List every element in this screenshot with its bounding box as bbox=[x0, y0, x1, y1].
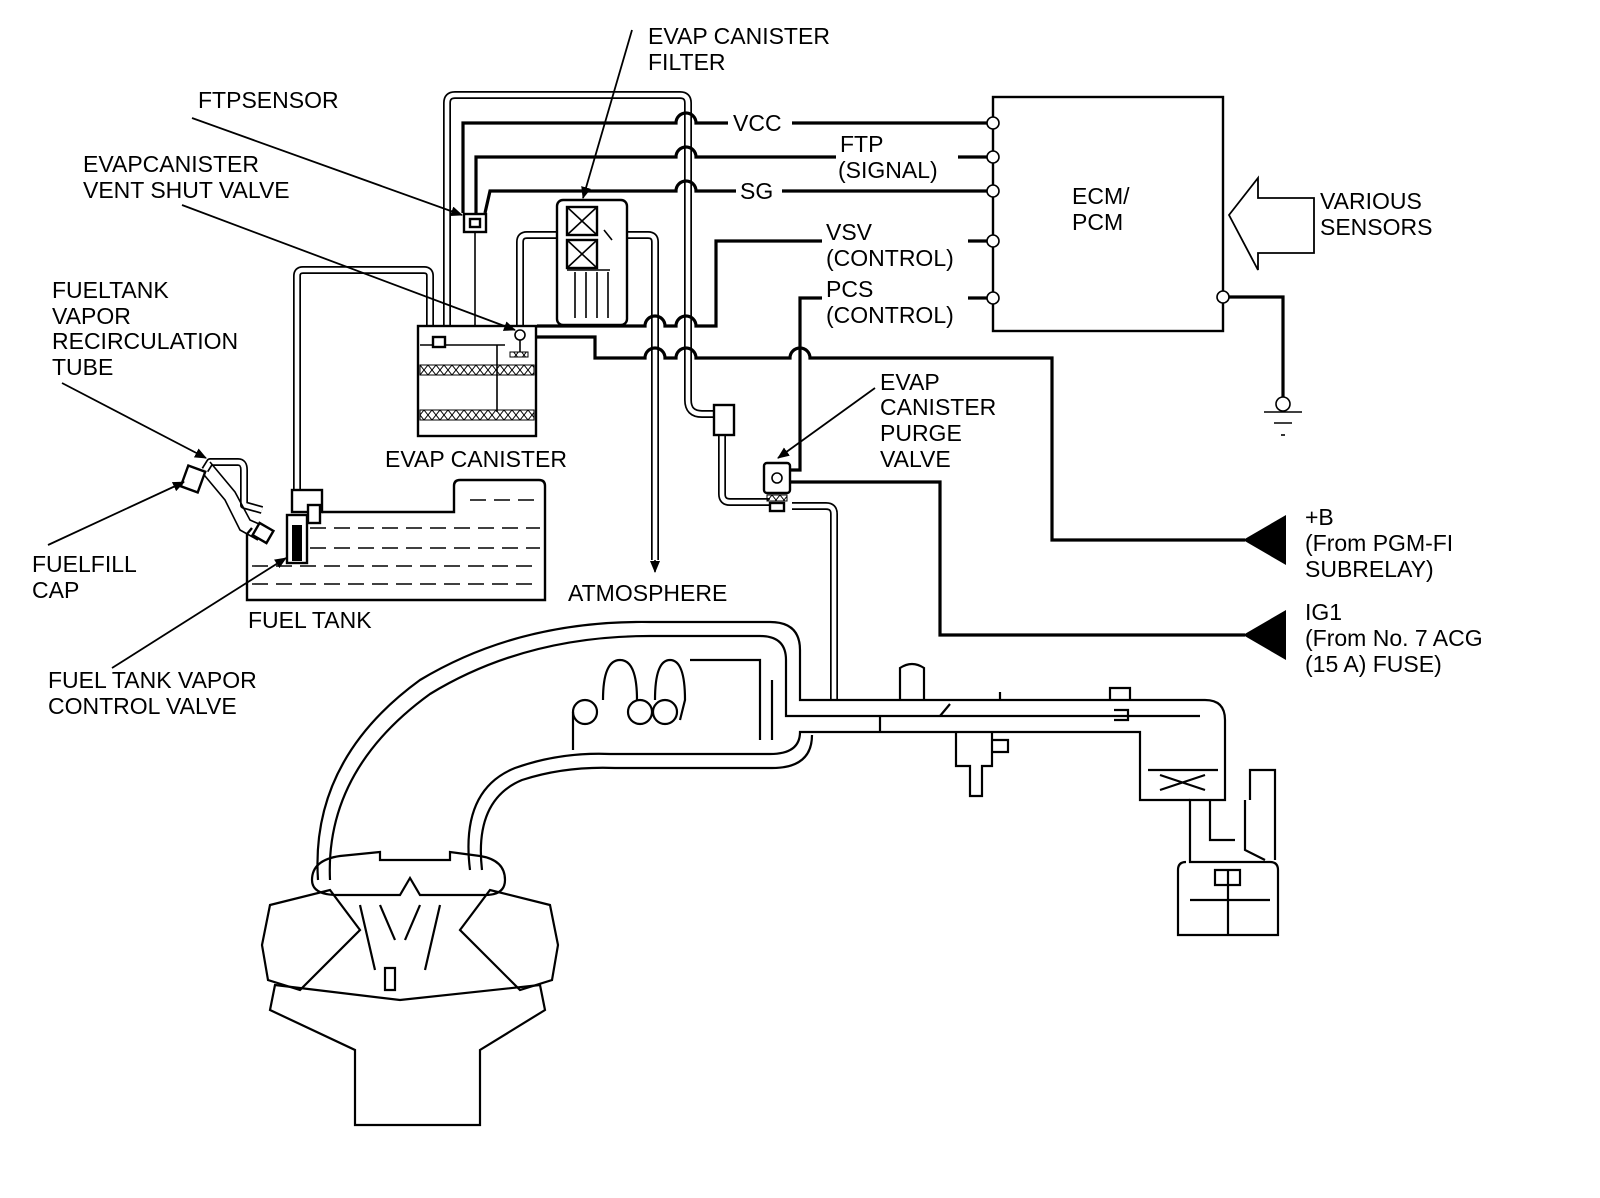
wire-ground bbox=[1223, 295, 1285, 398]
hose-filter-to-atmosphere bbox=[626, 231, 659, 560]
label-fuel-fill-cap: FUELFILL CAP bbox=[32, 551, 142, 603]
fuel-tank-vapor-control-valve bbox=[285, 488, 324, 565]
ecm-pin-ground bbox=[1216, 290, 1230, 304]
evap-canister-purge-valve bbox=[762, 461, 792, 513]
ecm-pin-sg bbox=[986, 184, 1000, 198]
fill-cap-leader-arrow bbox=[47, 481, 185, 546]
label-fuel-tank: FUEL TANK bbox=[248, 607, 372, 633]
vapor-valve-leader-arrow bbox=[111, 557, 287, 669]
recirc-tube-leader-arrow bbox=[61, 382, 207, 459]
ground-icon bbox=[1264, 396, 1302, 436]
label-ftp-sensor: FTPSENSOR bbox=[198, 87, 339, 113]
ftp-sensor bbox=[462, 212, 488, 326]
ecm-pcm-module bbox=[986, 95, 1230, 333]
wire-vcc bbox=[461, 111, 728, 213]
label-plus-b: +B (From PGM-FI SUBRELAY) bbox=[1305, 504, 1460, 582]
ecm-pin-ftp bbox=[986, 150, 1000, 164]
leader-arrows bbox=[47, 29, 876, 669]
wire-pcs bbox=[790, 296, 822, 472]
label-purge-valve: EVAP CANISTER PURGE VALVE bbox=[880, 369, 1003, 472]
ecm-pin-vcc bbox=[986, 116, 1000, 130]
fuel-tank bbox=[179, 461, 547, 602]
hose-purge-valve-to-intake bbox=[792, 502, 838, 700]
vacuum-hoses bbox=[201, 91, 838, 700]
ftp-sensor-leader-arrow bbox=[191, 117, 463, 216]
wire-plus-b bbox=[537, 335, 1245, 542]
wire-sg bbox=[483, 179, 736, 214]
purge-valve-leader-arrow bbox=[777, 387, 876, 459]
label-ig1: IG1 (From No. 7 ACG (15 A) FUSE) bbox=[1305, 599, 1489, 677]
filter-leader-arrow bbox=[581, 29, 633, 199]
fuel-fill-cap-icon bbox=[179, 464, 207, 494]
label-ecm-pcm: ECM/ PCM bbox=[1072, 183, 1136, 235]
wire-ig1 bbox=[790, 480, 1245, 637]
various-sensors-arrow-icon bbox=[1227, 175, 1315, 271]
hose-tee-connector bbox=[712, 403, 736, 437]
fuel-fill-neck bbox=[179, 461, 276, 545]
label-vent-shut-valve: EVAPCANISTER VENT SHUT VALVE bbox=[83, 151, 290, 203]
signal-vcc: VCC bbox=[733, 110, 782, 136]
signal-vsv: VSV (CONTROL) bbox=[826, 219, 954, 271]
wire-ftp bbox=[474, 145, 836, 213]
evap-canister bbox=[416, 324, 538, 438]
label-evap-canister-filter: EVAP CANISTER FILTER bbox=[648, 23, 836, 75]
ecm-pin-vsv bbox=[986, 234, 1000, 248]
evap-canister-filter bbox=[555, 198, 629, 327]
wire-vsv bbox=[537, 239, 822, 328]
signal-pcs: PCS (CONTROL) bbox=[826, 276, 954, 328]
label-various-sensors: VARIOUS SENSORS bbox=[1320, 188, 1432, 240]
label-atmosphere: ATMOSPHERE bbox=[568, 580, 727, 606]
signal-sg: SG bbox=[740, 178, 773, 204]
vent-shut-valve bbox=[509, 329, 529, 358]
label-vapor-control-valve: FUEL TANK VAPOR CONTROL VALVE bbox=[48, 667, 263, 719]
hose-canister-to-filter bbox=[516, 231, 558, 326]
ecm-pin-pcs bbox=[986, 291, 1000, 305]
plus-b-terminal-icon bbox=[1243, 515, 1286, 565]
label-evap-canister: EVAP CANISTER bbox=[385, 446, 567, 472]
ig1-terminal-icon bbox=[1243, 610, 1286, 660]
intake-manifold-and-engine bbox=[260, 620, 1280, 1127]
signal-ftp: FTP (SIGNAL) bbox=[838, 131, 938, 183]
vent-valve-leader-arrow bbox=[181, 204, 516, 331]
label-recirculation-tube: FUELTANK VAPOR RECIRCULATION TUBE bbox=[52, 277, 245, 380]
